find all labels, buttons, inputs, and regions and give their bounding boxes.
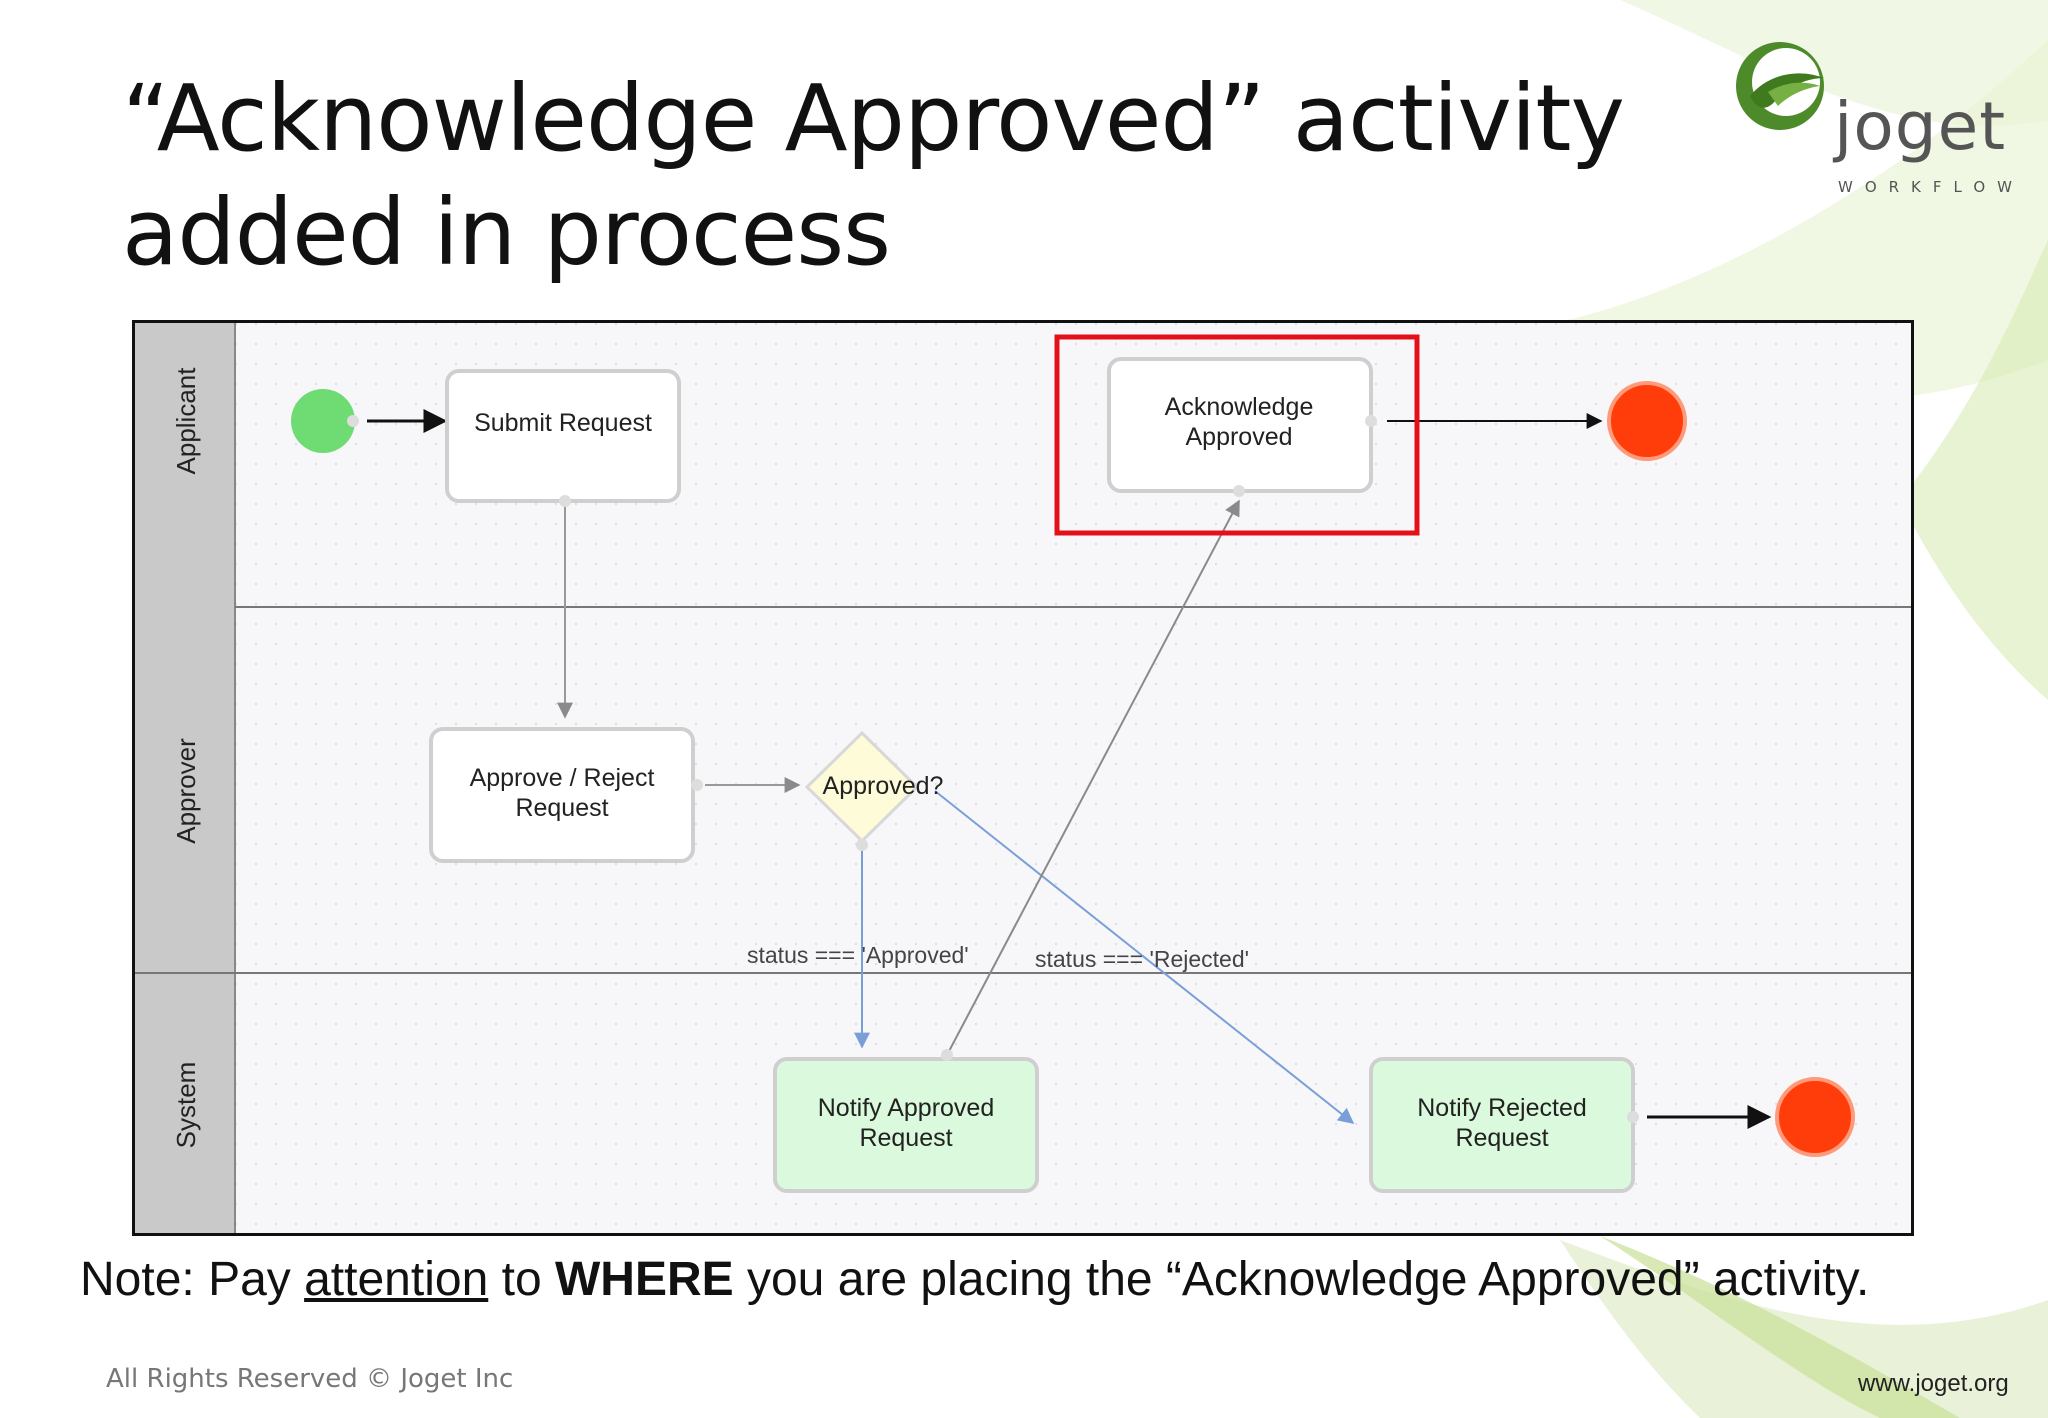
note-text: Note: Pay attention to WHERE you are pla… — [80, 1252, 1869, 1307]
edge-gateway-to-notify-rejected — [934, 790, 1355, 1124]
lane-label-approver: Approver — [171, 738, 201, 844]
joget-logo-icon — [1736, 42, 1824, 130]
lane-label-applicant: Applicant — [171, 367, 201, 475]
edge-label-approved: status === 'Approved' — [747, 942, 969, 968]
task-notify-rejected-request[interactable]: Notify Rejected Request — [1369, 1057, 1639, 1193]
task-submit-request-label: Submit Request — [474, 409, 652, 437]
note-prefix: Note: Pay — [80, 1253, 305, 1306]
edge-label-rejected: status === 'Rejected' — [1035, 946, 1249, 972]
note-middle: to — [488, 1253, 555, 1306]
process-diagram-canvas: Applicant Approver System status === 'Ap… — [135, 323, 1911, 1233]
logo-wordmark: joget — [1834, 88, 2007, 165]
footer-copyright: All Rights Reserved © Joget Inc — [106, 1364, 514, 1394]
gateway-approved[interactable]: Approved? — [804, 730, 944, 851]
logo-subtitle: WORKFLOW — [1838, 178, 2024, 196]
footer-website-link[interactable]: www.joget.org — [1858, 1370, 2009, 1397]
note-underlined: attention — [304, 1253, 489, 1306]
gateway-approved-label: Approved? — [823, 772, 944, 800]
process-diagram: Applicant Approver System status === 'Ap… — [132, 320, 1914, 1236]
slide-title: “Acknowledge Approved” activity added in… — [122, 62, 1625, 290]
task-notify-rejected-label-line1: Notify Rejected — [1417, 1094, 1587, 1122]
task-acknowledge-approved[interactable]: Acknowledge Approved — [1107, 357, 1377, 497]
end-event-applicant[interactable] — [1607, 381, 1687, 461]
title-line-2: added in process — [122, 179, 891, 286]
highlight-box — [1054, 334, 1420, 536]
task-notify-approved-request[interactable]: Notify Approved Request — [773, 1049, 1039, 1193]
task-notify-rejected-label-line2: Request — [1455, 1124, 1548, 1152]
task-notify-approved-label-line2: Request — [859, 1124, 952, 1152]
task-acknowledge-label-line2: Approved — [1185, 423, 1292, 451]
task-notify-approved-label-line1: Notify Approved — [818, 1094, 995, 1122]
lane-label-system: System — [171, 1062, 201, 1149]
note-bold: WHERE — [554, 1253, 734, 1306]
task-approve-reject-label-line2: Request — [515, 794, 608, 822]
lane-header-column — [135, 323, 235, 1233]
end-event-system[interactable] — [1775, 1077, 1855, 1157]
note-suffix: you are placing the “Acknowledge Approve… — [733, 1253, 1870, 1306]
edge-notify-approved-to-acknowledge — [946, 499, 1240, 1056]
task-acknowledge-label-line1: Acknowledge — [1165, 393, 1314, 421]
start-event[interactable] — [291, 389, 355, 453]
title-line-1: “Acknowledge Approved” activity — [122, 65, 1625, 172]
task-approve-reject-label-line1: Approve / Reject — [470, 764, 655, 792]
task-approve-reject-request[interactable]: Approve / Reject Request — [429, 727, 703, 863]
task-submit-request[interactable]: Submit Request — [445, 369, 681, 507]
